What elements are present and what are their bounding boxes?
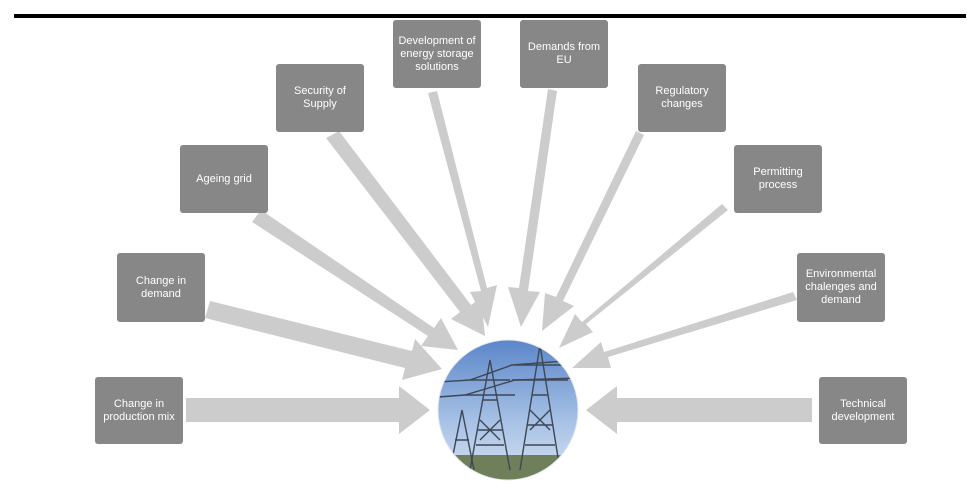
arrow-ageing-grid bbox=[252, 210, 458, 350]
box-production-mix: Change in production mix bbox=[95, 377, 183, 444]
arrow-energy-storage bbox=[428, 91, 497, 327]
box-ageing-grid: Ageing grid bbox=[180, 145, 268, 213]
box-environmental: Environmental chalenges and demand bbox=[797, 253, 885, 322]
box-security-of-supply: Security of Supply bbox=[276, 64, 364, 132]
box-permitting: Permitting process bbox=[734, 145, 822, 213]
arrow-environmental bbox=[572, 292, 797, 368]
arrow-security-of-supply bbox=[326, 131, 485, 336]
arrow-production-mix bbox=[186, 386, 430, 434]
box-technical: Technical development bbox=[819, 377, 907, 444]
power-towers-photo bbox=[438, 340, 578, 480]
arrow-demand bbox=[205, 301, 442, 380]
box-eu-demands: Demands from EU bbox=[520, 20, 608, 88]
arrows bbox=[186, 89, 812, 434]
arrow-permitting bbox=[559, 204, 728, 348]
arrow-eu-demands bbox=[508, 89, 557, 327]
box-regulatory: Regulatory changes bbox=[638, 64, 726, 132]
photo-border bbox=[437, 339, 579, 481]
box-energy-storage: Development of energy storage solutions bbox=[393, 20, 481, 88]
arrow-regulatory bbox=[542, 131, 644, 331]
top-rule bbox=[14, 14, 966, 18]
box-demand: Change in demand bbox=[117, 253, 205, 322]
arrow-technical bbox=[586, 386, 812, 434]
